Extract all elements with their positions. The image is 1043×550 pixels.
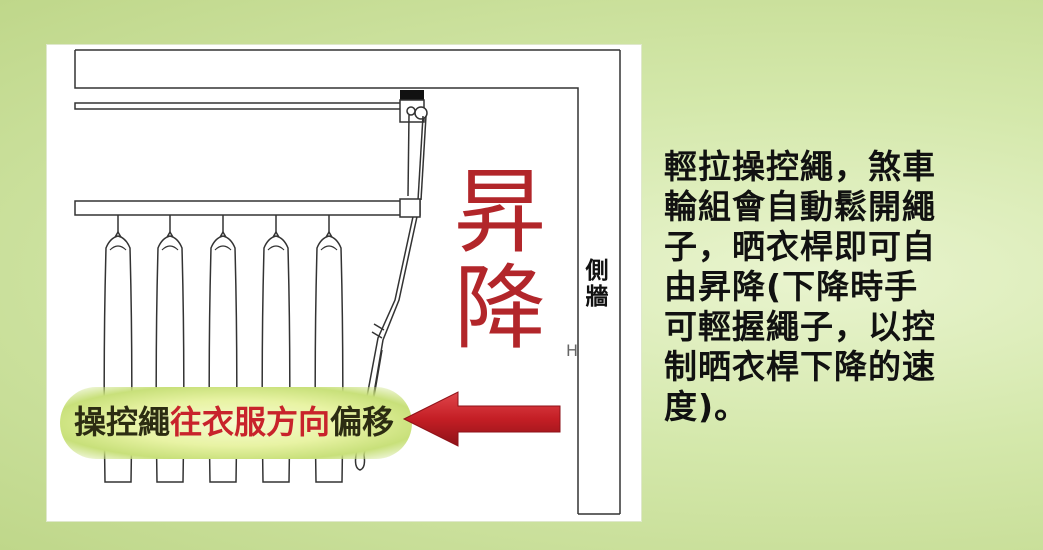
instruction-line: 由昇降(下降時手 (664, 267, 919, 306)
rope-direction-banner: 操控繩往衣服方向偏移 (74, 400, 394, 444)
wall-mark: H (566, 341, 578, 360)
wall-label-line2: 牆 (585, 284, 609, 310)
lift-label-line2: 降 (453, 255, 546, 362)
banner-background (60, 387, 412, 459)
banner-part1: 操控繩 (74, 403, 171, 441)
control-rope (407, 114, 410, 197)
banner-part3: 偏移 (330, 403, 395, 441)
instruction-line: 可輕握繩子，以控 (664, 307, 936, 346)
instruction-line: 輪組會自動鬆開繩 (664, 187, 936, 226)
banner-part2: 往衣服方向 (170, 403, 331, 441)
instruction-line: 度)。 (664, 387, 749, 426)
instruction-text: 輕拉操控繩，煞車 輪組會自動鬆開繩 子，晒衣桿即可自 由昇降(下降時手 可輕握繩… (664, 147, 1024, 427)
instruction-line: 制晒衣桿下降的速 (664, 347, 936, 386)
instruction-line: 子，晒衣桿即可自 (664, 227, 936, 266)
pulley-housing (400, 90, 424, 102)
instruction-line: 輕拉操控繩，煞車 (664, 147, 936, 186)
wall-label-line1: 側 (585, 258, 609, 284)
side-wall-label: 側 牆 (583, 258, 611, 310)
lift-label: 昇 降 (440, 165, 560, 357)
lift-label-line1: 昇 (453, 159, 546, 266)
ceiling-outline (74, 50, 579, 514)
pole-end-cap (399, 198, 421, 218)
